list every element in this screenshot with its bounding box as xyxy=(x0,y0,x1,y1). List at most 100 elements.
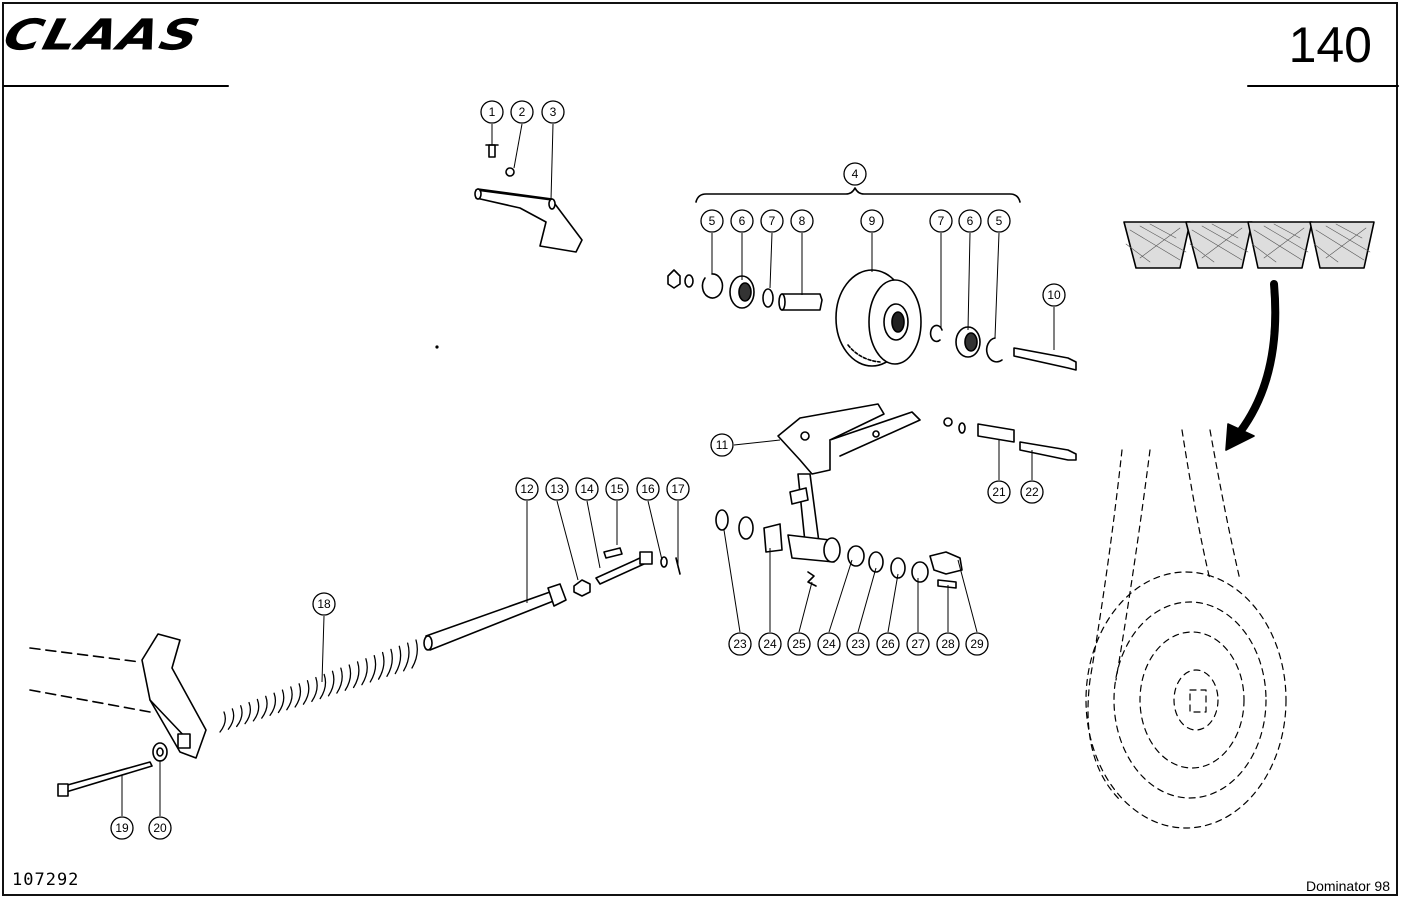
callout-circle-3 xyxy=(541,100,565,124)
part-mounting-frame xyxy=(29,633,207,797)
part-pulley-assembly xyxy=(667,269,1077,371)
callout-label-28: 28 xyxy=(941,637,955,651)
callout-leader-23 xyxy=(857,567,877,633)
callout-label-15: 15 xyxy=(610,482,624,496)
callout-leader-18 xyxy=(321,615,325,683)
callout-label-27: 27 xyxy=(911,637,925,651)
callout-circle-13 xyxy=(545,477,569,501)
callout-circle-21 xyxy=(987,480,1011,504)
callout-circle-8 xyxy=(790,209,814,233)
callout-leader-7 xyxy=(769,232,773,289)
callout-leader-5 xyxy=(994,232,1000,339)
callout-circle-28 xyxy=(936,632,960,656)
callout-leader-29 xyxy=(957,559,978,633)
callout-circle-10 xyxy=(1042,283,1066,307)
callout-circle-14 xyxy=(575,477,599,501)
callout-leader-26 xyxy=(887,573,899,633)
callout-leader-16 xyxy=(647,500,663,561)
callout-leader-24 xyxy=(828,559,853,633)
callout-circle-2 xyxy=(510,100,534,124)
callout-circle-11 xyxy=(710,433,734,457)
callout-label-14: 14 xyxy=(580,482,594,496)
callout-circle-20 xyxy=(148,816,172,840)
part-compression-spring xyxy=(219,639,418,733)
callout-circle-18 xyxy=(312,592,336,616)
callout-label-25: 25 xyxy=(792,637,806,651)
callout-label-17: 17 xyxy=(671,482,685,496)
callout-circle-27 xyxy=(906,632,930,656)
callout-leader-11 xyxy=(733,439,781,446)
brand-logo: CLAAS xyxy=(0,10,206,60)
stray-dot xyxy=(435,345,439,349)
callout-label-19: 19 xyxy=(115,821,129,835)
callout-leader-13 xyxy=(556,500,579,581)
callout-circle-4 xyxy=(843,162,867,186)
callout-label-16: 16 xyxy=(641,482,655,496)
callout-label-1: 1 xyxy=(489,105,496,119)
callout-leader-6 xyxy=(967,232,971,331)
callout-label-12: 12 xyxy=(520,482,534,496)
callout-circle-9 xyxy=(860,209,884,233)
callout-circle-5 xyxy=(700,209,724,233)
callout-circle-25 xyxy=(787,632,811,656)
callout-label-21: 21 xyxy=(992,485,1006,499)
callout-leader-25 xyxy=(798,581,813,633)
callout-circle-19 xyxy=(110,816,134,840)
callout-label-23: 23 xyxy=(851,637,865,651)
page-number: 140 xyxy=(1288,17,1372,73)
callout-circle-5 xyxy=(987,209,1011,233)
callout-label-24: 24 xyxy=(763,637,777,651)
callout-circle-7 xyxy=(760,209,784,233)
callout-leader-3 xyxy=(550,123,554,201)
callout-circle-16 xyxy=(636,477,660,501)
callout-circle-26 xyxy=(876,632,900,656)
callout-label-11: 11 xyxy=(716,438,729,452)
callout-label-26: 26 xyxy=(881,637,895,651)
callout-label-13: 13 xyxy=(550,482,564,496)
callout-circle-23 xyxy=(846,632,870,656)
callout-label-29: 29 xyxy=(970,637,984,651)
callout-circle-15 xyxy=(605,477,629,501)
callout-leader-14 xyxy=(586,500,601,569)
model-name: Dominator 98 xyxy=(1305,878,1390,894)
callout-circle-24 xyxy=(817,632,841,656)
callout-label-6: 6 xyxy=(739,214,746,228)
callout-circle-23 xyxy=(728,632,752,656)
callout-label-2: 2 xyxy=(519,105,526,119)
callout-label-8: 8 xyxy=(799,214,806,228)
drawing-number: 107292 xyxy=(12,870,80,890)
callout-circle-24 xyxy=(758,632,782,656)
part-tension-rod xyxy=(423,547,681,651)
callout-label-6: 6 xyxy=(967,214,974,228)
part-bracket-assembly xyxy=(474,144,583,253)
callout-label-24: 24 xyxy=(822,637,836,651)
callout-circle-22 xyxy=(1020,480,1044,504)
part-bushing-set xyxy=(715,509,963,589)
callout-circle-6 xyxy=(958,209,982,233)
callout-circle-29 xyxy=(965,632,989,656)
callout-leader-23 xyxy=(723,529,741,633)
callout-circle-12 xyxy=(515,477,539,501)
callout-leader-2 xyxy=(513,123,523,169)
callout-circle-17 xyxy=(666,477,690,501)
direction-arrow xyxy=(1225,280,1280,451)
callout-label-22: 22 xyxy=(1025,485,1039,499)
callout-circle-6 xyxy=(730,209,754,233)
callout-label-23: 23 xyxy=(733,637,747,651)
callout-label-3: 3 xyxy=(550,105,557,119)
callout-label-4: 4 xyxy=(852,167,859,181)
callout-label-5: 5 xyxy=(709,214,716,228)
belt-drive-outline xyxy=(1085,429,1287,829)
part-tensioner-arm xyxy=(777,403,1077,563)
callout-label-18: 18 xyxy=(317,597,331,611)
callout-label-10: 10 xyxy=(1047,288,1061,302)
callout-label-5: 5 xyxy=(996,214,1003,228)
callout-label-20: 20 xyxy=(153,821,167,835)
callout-circle-7 xyxy=(929,209,953,233)
belt-cross-section xyxy=(1123,221,1375,269)
callout-circle-1 xyxy=(480,100,504,124)
